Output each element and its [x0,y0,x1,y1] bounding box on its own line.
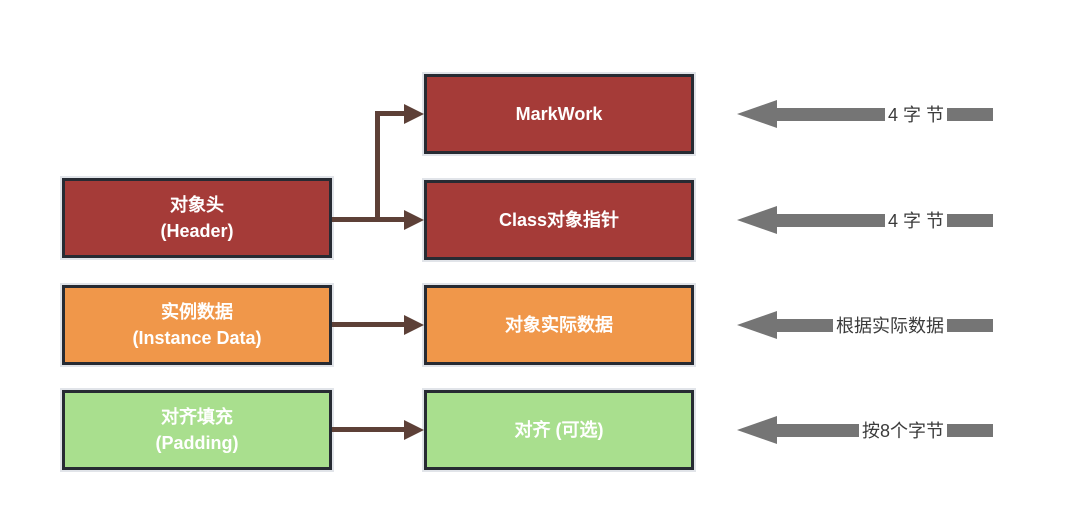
box-subtitle: (Padding) [155,433,239,453]
box-title: 对象头 [170,195,224,215]
arrowhead-class-pointer-icon [404,210,424,230]
arrow-shaft [777,213,885,227]
box-label: MarkWork [515,104,603,124]
box-instance-data: 实例数据 (Instance Data) [62,285,332,365]
arrowhead-markwork-icon [404,104,424,124]
size-arrow-class-pointer: 4 字 节 [737,206,993,234]
arrowhead-alignment-icon [404,420,424,440]
arrow-tail [947,213,993,227]
connector-instance-data [332,322,406,327]
size-arrow-object-data: 根据实际数据 [737,311,993,339]
box-label: 对齐 (可选) [514,420,604,440]
box-alignment-optional: 对齐 (可选) [424,390,694,470]
arrow-left-icon [737,100,777,128]
box-title: 实例数据 [161,302,233,322]
box-object-actual-data: 对象实际数据 [424,285,694,365]
arrow-shaft [777,318,833,332]
arrowhead-object-data-icon [404,315,424,335]
connector-header-horizontal [332,217,406,222]
box-object-header: 对象头 (Header) [62,178,332,258]
size-label: 4 字 节 [887,105,944,125]
box-label: 对象实际数据 [505,315,613,335]
box-title: 对齐填充 [161,407,233,427]
box-subtitle: (Instance Data) [132,328,262,348]
arrow-shaft [777,423,859,437]
size-arrow-markwork: 4 字 节 [737,100,993,128]
box-padding: 对齐填充 (Padding) [62,390,332,470]
arrow-tail [947,107,993,121]
arrow-tail [947,423,993,437]
connector-header-vertical [375,111,380,222]
arrow-left-icon [737,311,777,339]
box-class-pointer: Class对象指针 [424,180,694,260]
size-arrow-alignment: 按8个字节 [737,416,993,444]
arrow-left-icon [737,206,777,234]
arrow-left-icon [737,416,777,444]
box-markwork: MarkWork [424,74,694,154]
box-subtitle: (Header) [160,221,234,241]
arrow-tail [947,318,993,332]
box-label: Class对象指针 [498,210,620,230]
size-label: 4 字 节 [887,211,944,231]
connector-padding [332,427,406,432]
arrow-shaft [777,107,885,121]
connector-to-markwork [380,111,406,116]
size-label: 根据实际数据 [836,316,944,336]
size-label: 按8个字节 [861,421,944,441]
